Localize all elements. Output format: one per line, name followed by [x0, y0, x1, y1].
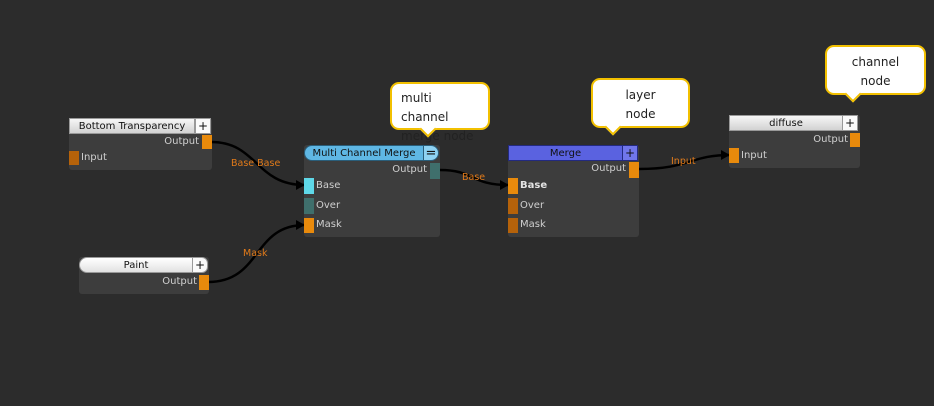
input-port-label: Input: [81, 152, 107, 163]
bubble-text-line1: multi channel: [401, 91, 449, 124]
node-title-bottom-transparency[interactable]: Bottom Transparency: [69, 118, 195, 134]
mask-input-label: Mask: [316, 219, 342, 230]
mask-input-port[interactable]: [304, 218, 314, 233]
add-port-button[interactable]: +: [195, 118, 211, 134]
input-port[interactable]: [69, 151, 79, 165]
bubble-text-line1: channel: [851, 55, 900, 69]
channel-merge-toggle-button[interactable]: =: [423, 145, 439, 161]
mask-input-label: Mask: [520, 219, 546, 230]
annotation-bubble-layer: layer node: [591, 78, 690, 136]
node-multi-channel-merge[interactable]: Multi Channel Merge = Output Base Over M…: [304, 145, 440, 237]
add-port-button[interactable]: +: [622, 145, 638, 161]
base-input-label: Base: [316, 180, 341, 191]
annotation-bubble-multi-channel: multi channel merge node: [390, 82, 490, 143]
bubble-text-line2: merge node: [401, 129, 474, 143]
output-port-label: Output: [813, 134, 848, 145]
node-merge[interactable]: Merge + Output Base Over Mask: [508, 145, 639, 237]
node-paint[interactable]: Paint + Output: [79, 257, 209, 294]
input-port[interactable]: [729, 148, 739, 163]
base-input-port[interactable]: [304, 178, 314, 194]
output-port[interactable]: [202, 135, 212, 149]
output-port-label: Output: [164, 136, 199, 147]
mask-input-port[interactable]: [508, 218, 518, 233]
output-port[interactable]: [199, 275, 209, 290]
over-input-label: Over: [316, 200, 341, 211]
output-port-label: Output: [392, 164, 427, 175]
edge-label-base: Base: [462, 172, 486, 183]
bubble-text-line2: node: [860, 74, 891, 88]
node-title-paint[interactable]: Paint: [79, 257, 193, 273]
bubble-text-line1: layer: [625, 88, 656, 102]
output-port-label: Output: [591, 163, 626, 174]
annotation-bubble-channel: channel node: [825, 45, 926, 103]
output-port[interactable]: [430, 163, 440, 179]
node-title-multi-channel-merge[interactable]: Multi Channel Merge: [304, 145, 424, 161]
over-input-port[interactable]: [508, 198, 518, 214]
output-port-label: Output: [162, 276, 197, 287]
add-port-button[interactable]: +: [192, 257, 208, 273]
edge-label-input: Input: [671, 156, 696, 167]
node-title-merge[interactable]: Merge: [508, 145, 623, 161]
output-port[interactable]: [629, 162, 639, 178]
node-title-diffuse[interactable]: diffuse: [729, 115, 843, 131]
over-input-port[interactable]: [304, 198, 314, 214]
node-diffuse[interactable]: diffuse + Output Input: [729, 115, 860, 168]
bubble-text-line2: node: [625, 107, 656, 121]
over-input-label: Over: [520, 200, 545, 211]
edge-label-mask: Mask: [243, 248, 268, 259]
node-bottom-transparency[interactable]: Bottom Transparency + Output Input: [69, 118, 212, 170]
base-input-label: Base: [520, 180, 548, 191]
base-input-port[interactable]: [508, 178, 518, 194]
output-port[interactable]: [850, 133, 860, 147]
input-port-label: Input: [741, 150, 767, 161]
add-port-button[interactable]: +: [842, 115, 858, 131]
edge-label-base-base: Base Base: [231, 158, 281, 169]
